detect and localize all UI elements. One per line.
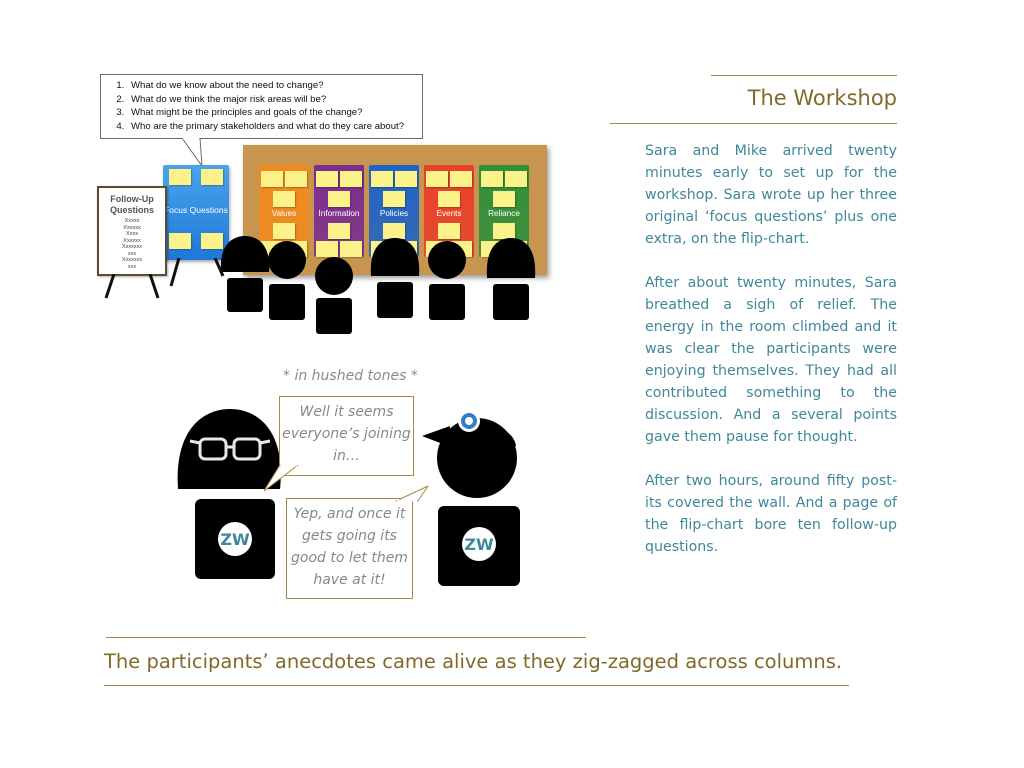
post-it-note [169, 169, 191, 185]
post-it-note [383, 223, 405, 239]
zw-badge: ZW [220, 530, 250, 549]
caption: The participants’ anecdotes came alive a… [104, 650, 843, 673]
post-it-note [383, 191, 405, 207]
focus-question: What do we think the major risk areas wi… [127, 93, 422, 107]
flipchart-line: Xxxxxxx [121, 257, 143, 263]
caption-rule-top [106, 637, 586, 638]
post-it-note [493, 223, 515, 239]
post-it-note [481, 171, 503, 187]
column-values: Values [259, 165, 309, 257]
page-title: The Workshop [747, 86, 897, 110]
glasses-icon [189, 437, 271, 461]
post-it-note [371, 171, 393, 187]
title-rule-top [711, 75, 897, 76]
caption-rule-bottom [104, 685, 849, 686]
callout-pointer [181, 138, 203, 168]
flipchart-line: Xxxxx [124, 218, 140, 224]
post-it-note [438, 223, 460, 239]
focus-questions-board: Focus Questions [163, 165, 229, 260]
flipchart-line: Xxxxxx [123, 237, 141, 244]
post-it-note [426, 171, 448, 187]
column-label: Reliance [488, 209, 520, 218]
focus-board-label: Focus Questions [164, 205, 228, 215]
post-it-note [395, 171, 417, 187]
post-it-note [328, 191, 350, 207]
post-it-note [340, 171, 362, 187]
flipchart-line: Xxxxxxx [121, 244, 143, 250]
flipchart: Follow-Up Questions Xxxxx Xxxxxx Xxxx Xx… [97, 186, 167, 276]
post-it-note [316, 171, 338, 187]
aside-note: * in hushed tones * [283, 368, 418, 384]
flipchart-line: xxx [127, 250, 137, 257]
post-it-note [328, 223, 350, 239]
post-it-note [316, 241, 338, 257]
cap-logo-icon [458, 410, 480, 432]
post-it-note [201, 233, 223, 249]
post-it-note [261, 171, 283, 187]
column-label: Events [436, 209, 462, 218]
column-label: Information [318, 209, 360, 218]
post-it-note [285, 171, 307, 187]
column-label: Values [271, 209, 297, 218]
sara-figure: ZW [177, 409, 281, 579]
focus-questions-callout: What do we know about the need to change… [100, 74, 423, 139]
focus-question: What do we know about the need to change… [127, 79, 422, 93]
column-label: Policies [379, 209, 409, 218]
mike-figure: ZW [422, 410, 520, 586]
post-it-note [438, 191, 460, 207]
speech-bubble-sara-tail [264, 465, 299, 492]
speech-text: Well it seems everyone’s joining in… [282, 404, 411, 464]
flipchart-line: Xxxx [126, 231, 138, 237]
post-it-note [340, 241, 362, 257]
zw-badge: ZW [464, 535, 494, 554]
post-it-note [450, 171, 472, 187]
post-it-note [201, 169, 223, 185]
flipchart-easel [104, 274, 160, 299]
paragraph-3: After two hours, around fifty post-its c… [645, 473, 897, 555]
focus-question: What might be the principles and goals o… [127, 106, 422, 120]
speech-bubble-mike-tail [395, 486, 429, 502]
focus-board-easel [169, 258, 225, 287]
speech-bubble-mike: Yep, and once it gets going its good to … [286, 498, 413, 599]
paragraph-2: After about twenty minutes, Sara breathe… [645, 275, 897, 445]
speech-bubble-sara: Well it seems everyone’s joining in… [279, 396, 414, 476]
column-information: Information [314, 165, 364, 257]
post-it-note [273, 191, 295, 207]
flipchart-heading: Follow-Up Questions [109, 194, 154, 215]
title-rule-bottom [610, 123, 897, 124]
post-it-note [505, 171, 527, 187]
post-it-note [493, 191, 515, 207]
flipchart-line: xxx [127, 263, 137, 270]
paragraph-1: Sara and Mike arrived twenty minutes ear… [645, 143, 897, 247]
flipchart-line: Xxxxxx [123, 224, 141, 231]
post-it-note [169, 233, 191, 249]
focus-question: Who are the primary stakeholders and wha… [127, 120, 422, 134]
audience-silhouettes [220, 236, 536, 334]
post-it-note [273, 223, 295, 239]
speech-text: Yep, and once it gets going its good to … [291, 506, 408, 588]
